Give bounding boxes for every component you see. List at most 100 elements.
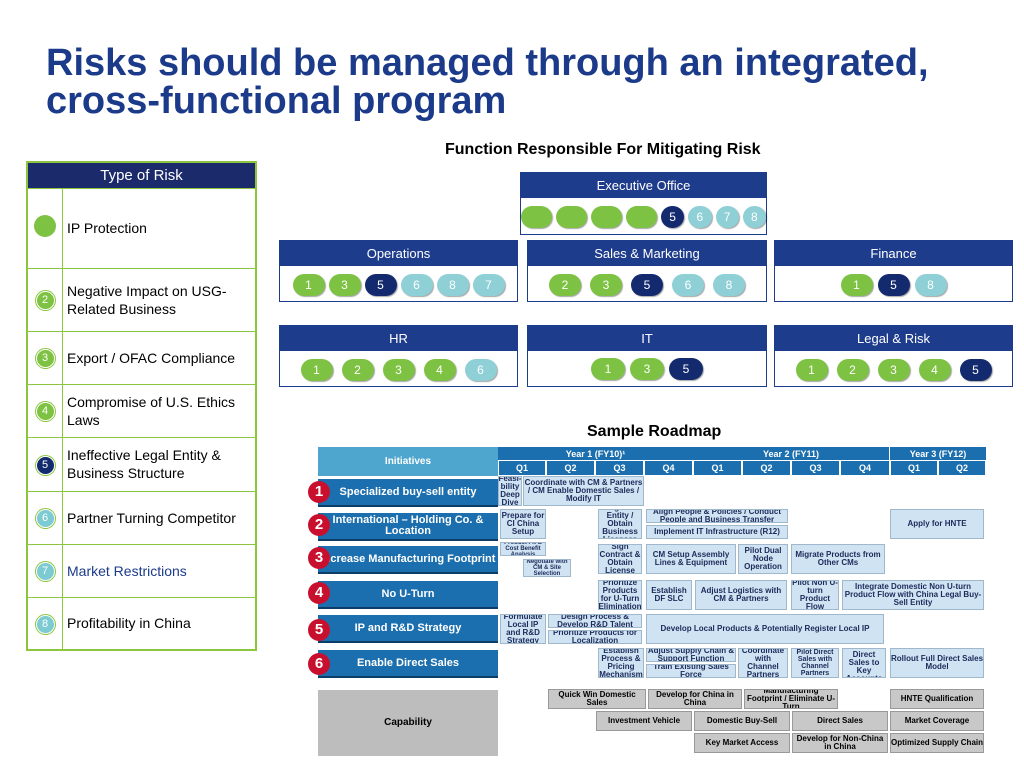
capability-item: Direct Sales [792, 711, 888, 731]
roadmap-activity: Sign Contract & Obtain License [598, 544, 642, 574]
capability-item: Develop for Non-China in China [792, 733, 888, 753]
title-line-1: Risks should be managed through an integ… [46, 42, 929, 84]
risk-pill: 7 [472, 274, 505, 296]
initiative-number: 2 [308, 514, 330, 536]
risk-label: Negative Impact on USG-Related Business [62, 267, 257, 332]
risk-badge-4: 4 [35, 402, 55, 421]
risk-pill: 2 [341, 359, 374, 381]
risk-pill: 1 [840, 274, 873, 296]
quarter-header: Q4 [644, 460, 693, 476]
year-header: Year 2 (FY11) [693, 447, 889, 460]
roadmap-activity: Establish Process & Pricing Mechanism [598, 648, 644, 678]
quarter-header: Q3 [791, 460, 840, 476]
initiative-row-2: International – Holding Co. & Location [318, 513, 498, 541]
roadmap-activity: Align People & Policies / Conduct People… [646, 509, 788, 523]
quarter-header: Q3 [595, 460, 644, 476]
capability-item: Develop for China in China [648, 689, 742, 709]
risk-pill: 5 [631, 274, 663, 296]
roadmap-activity: Integrate Domestic Non U-turn Product Fl… [842, 580, 984, 610]
function-name: Executive Office [521, 173, 766, 198]
risk-pill: 1 [292, 274, 325, 296]
risk-label: Profitability in China [62, 596, 257, 651]
risk-pill: 6 [672, 274, 704, 296]
risk-pill: 5 [661, 206, 685, 228]
initiative-number: 6 [308, 653, 330, 675]
risk-pill: 3 [328, 274, 361, 296]
risk-pill: 3 [630, 358, 664, 380]
roadmap-activity: Pilot Dual Node Operation [738, 544, 788, 574]
quarter-header: Q2 [742, 460, 791, 476]
risk-pill [521, 206, 552, 228]
function-executive-office: Executive Office 5 6 7 8 [520, 172, 767, 235]
capability-item: Market Coverage [890, 711, 984, 731]
initiative-row-5: IP and R&D Strategy [318, 615, 498, 643]
risk-pills: 1 3 5 [528, 358, 766, 380]
function-legal-risk: Legal & Risk 1 2 3 4 5 [774, 325, 1013, 387]
capability-item: Investment Vehicle [596, 711, 692, 731]
risk-pill: 8 [713, 274, 745, 296]
roadmap-activity: Establish DF SLC [646, 580, 692, 610]
risk-pill: 5 [959, 359, 992, 381]
risk-pill: 4 [423, 359, 456, 381]
risk-pill: 1 [300, 359, 333, 381]
risk-badge-5: 5 [35, 455, 55, 475]
roadmap-heading: Sample Roadmap [587, 423, 722, 440]
initiative-row-4: No U-Turn [318, 581, 498, 609]
year-header: Year 3 (FY12) [890, 447, 986, 460]
roadmap-activity: Design Process & Develop R&D Talent [548, 614, 642, 628]
function-name: Finance [775, 241, 1012, 266]
quarter-header: Q1 [498, 460, 546, 476]
initiative-row-6: Enable Direct Sales [318, 650, 498, 678]
roadmap-activity: Prepare for CI China Setup [500, 509, 546, 539]
initiative-number: 1 [308, 481, 330, 503]
function-hr: HR 1 2 3 4 6 [279, 325, 518, 387]
risk-pill: 3 [590, 274, 622, 296]
risk-pill: 1 [591, 358, 625, 380]
risk-pill [556, 206, 587, 228]
risk-pills: 2 3 5 6 8 [528, 274, 766, 296]
risk-badge-3: 3 [35, 349, 55, 368]
roadmap-activity: Negotiate with CM & Site Selection [523, 559, 571, 577]
quarter-header: Q2 [938, 460, 986, 476]
roadmap-activity: Coordinate with Channel Partners [738, 648, 788, 678]
capability-item: HNTE Qualification [890, 689, 984, 709]
function-name: HR [280, 326, 517, 351]
function-name: Legal & Risk [775, 326, 1012, 351]
risk-badge-6: 6 [35, 509, 55, 528]
roadmap-activity: Prioritize Products for Localization [548, 630, 642, 644]
risk-pill: 2 [836, 359, 869, 381]
risk-badge-2: 2 [35, 291, 55, 310]
title-line-2: cross-functional program [46, 80, 507, 122]
risk-pill [591, 206, 622, 228]
risk-pill: 5 [669, 358, 703, 380]
year-header: Year 1 (FY10)¹ [498, 447, 693, 460]
function-name: Operations [280, 241, 517, 266]
risk-pill: 1 [795, 359, 828, 381]
capability-item: Domestic Buy-Sell [694, 711, 790, 731]
risk-label: Export / OFAC Compliance [62, 330, 257, 385]
risk-pill: 6 [400, 274, 433, 296]
capability-item: Optimized Supply Chain [890, 733, 984, 753]
roadmap-activity: Train Existing Sales Force [646, 664, 736, 678]
risk-pills: 1 3 5 6 8 7 [280, 274, 517, 296]
function-name: Sales & Marketing [528, 241, 766, 266]
sample-roadmap: Initiatives Year 1 (FY10)¹ Year 2 (FY11)… [308, 447, 986, 760]
risk-pill: 4 [918, 359, 951, 381]
capability-item: Manufacturing Footprint / Eliminate U-Tu… [744, 689, 838, 709]
slide-title: Risks should be managed through an integ… [46, 44, 929, 120]
risk-label: Compromise of U.S. Ethics Laws [62, 383, 257, 438]
initiative-row-1: Specialized buy-sell entity [318, 479, 498, 507]
risk-pill: 6 [464, 359, 497, 381]
quarter-header: Q2 [546, 460, 595, 476]
risk-table: Type of Risk IP Protection 2 Negative Im… [26, 161, 257, 651]
risk-pill: 5 [877, 274, 910, 296]
risk-label: Market Restrictions [62, 543, 257, 598]
roadmap-activity: Rollout Full Direct Sales Model [890, 648, 984, 678]
initiative-number: 3 [308, 547, 330, 569]
risk-badge-1 [34, 215, 56, 237]
initiative-number: 5 [308, 619, 330, 641]
function-sales-marketing: Sales & Marketing 2 3 5 6 8 [527, 240, 767, 302]
risk-pills: 5 6 7 8 [521, 206, 766, 228]
initiatives-header: Initiatives [318, 447, 498, 476]
quarter-header: Q1 [890, 460, 938, 476]
